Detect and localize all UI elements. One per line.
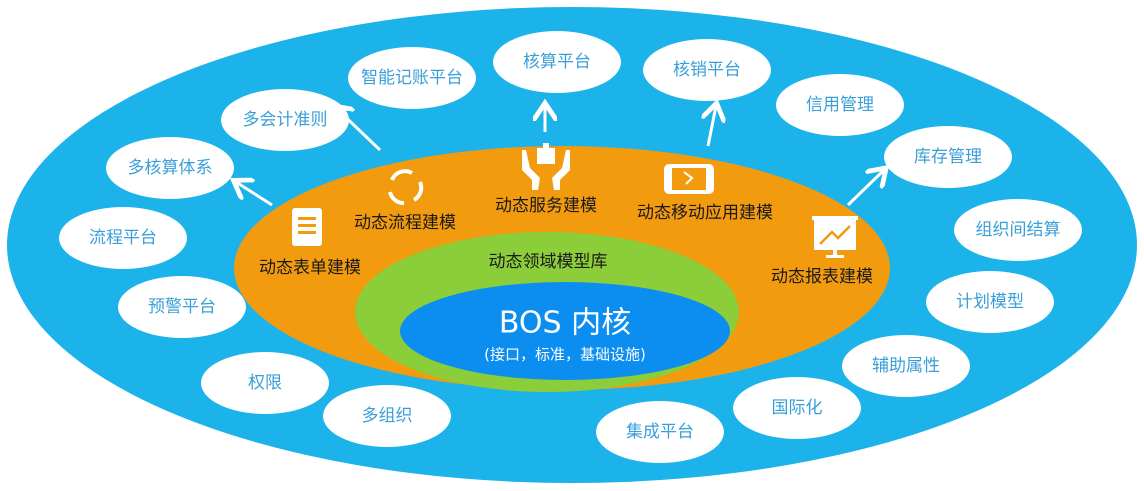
feature-bubble: 组织间结算 — [954, 199, 1082, 261]
bubble-shape — [776, 74, 904, 136]
module-label: 动态移动应用建模 — [637, 203, 773, 223]
core-title: BOS 内核 — [499, 306, 631, 341]
arrows — [236, 106, 884, 207]
bubble-shape — [842, 335, 970, 397]
bubble-label: 组织间结算 — [976, 220, 1061, 240]
bubble-label: 信用管理 — [806, 95, 874, 115]
bubble-label: 多会计准则 — [243, 110, 328, 130]
feature-bubble: 集成平台 — [596, 401, 724, 463]
bubble-label: 多组织 — [362, 406, 413, 426]
bubble-label: 多核算体系 — [128, 158, 213, 178]
bubble-label: 权限 — [248, 373, 282, 393]
bubble-label: 流程平台 — [89, 228, 157, 248]
feature-bubble: 多组织 — [323, 385, 451, 447]
bubble-shape — [106, 137, 234, 199]
bubble-shape — [493, 31, 621, 93]
feature-bubble: 辅助属性 — [842, 335, 970, 397]
bubble-label: 智能记账平台 — [361, 68, 463, 88]
document-icon — [292, 208, 322, 246]
bubble-shape — [59, 207, 187, 269]
cycle-icon — [388, 169, 424, 205]
module-label: 动态表单建模 — [259, 258, 361, 278]
module-label: 动态流程建模 — [354, 213, 456, 233]
module-label: 动态报表建模 — [771, 267, 873, 287]
arrow — [846, 170, 884, 207]
feature-bubble: 信用管理 — [776, 74, 904, 136]
feature-bubble: 流程平台 — [59, 207, 187, 269]
bubble-shape — [954, 199, 1082, 261]
arrow — [336, 108, 382, 152]
bubble-label: 计划模型 — [956, 292, 1024, 312]
feature-bubble: 权限 — [201, 352, 329, 414]
bubble-label: 核销平台 — [673, 60, 741, 80]
feature-bubble: 智能记账平台 — [348, 47, 476, 109]
bubble-shape — [201, 352, 329, 414]
feature-bubble: 核销平台 — [643, 39, 771, 101]
feature-bubble: 国际化 — [733, 377, 861, 439]
bubble-shape — [323, 385, 451, 447]
domain-library-label: 动态领域模型库 — [489, 252, 608, 272]
feature-bubble: 计划模型 — [926, 271, 1054, 333]
bubble-shape — [348, 47, 476, 109]
feature-bubble: 核算平台 — [493, 31, 621, 93]
bubble-shape — [118, 276, 246, 338]
bubble-shape — [596, 401, 724, 463]
bubble-label: 核算平台 — [523, 52, 591, 72]
core-subtitle: (接口，标准，基础设施) — [484, 346, 646, 364]
bubble-shape — [733, 377, 861, 439]
module-label: 动态服务建模 — [495, 196, 597, 216]
mobile-icon — [664, 164, 714, 194]
bubble-shape — [221, 89, 349, 151]
arrow — [708, 106, 716, 147]
feature-bubble: 库存管理 — [884, 126, 1012, 188]
feature-bubble: 预警平台 — [118, 276, 246, 338]
bubble-label: 国际化 — [772, 398, 823, 418]
feature-bubble: 多会计准则 — [221, 89, 349, 151]
bubble-label: 辅助属性 — [872, 356, 940, 376]
bubble-shape — [884, 126, 1012, 188]
feature-bubble: 多核算体系 — [106, 137, 234, 199]
bubble-shape — [926, 271, 1054, 333]
bubble-label: 集成平台 — [626, 422, 694, 442]
arrow — [236, 182, 273, 207]
bubble-label: 库存管理 — [914, 147, 982, 167]
core-layer — [400, 282, 730, 380]
bubble-shape — [643, 39, 771, 101]
bubble-label: 预警平台 — [148, 297, 216, 317]
chart-board-icon — [812, 216, 858, 258]
hands-gift-icon — [522, 143, 570, 190]
